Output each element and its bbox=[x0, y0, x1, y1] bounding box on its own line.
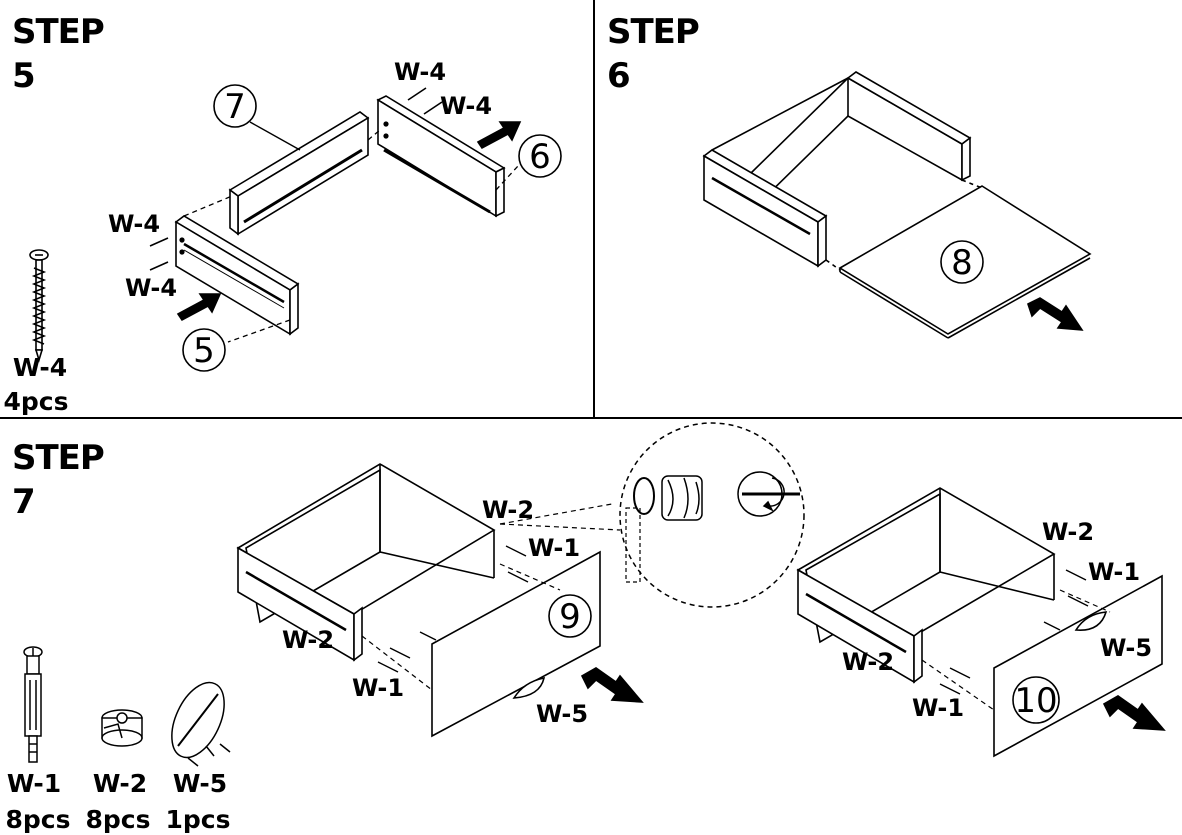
front-panel-10 bbox=[993, 574, 1163, 758]
part-5-callout bbox=[182, 328, 226, 372]
step-number: 7 bbox=[12, 482, 36, 522]
step-word: STEP bbox=[12, 12, 105, 52]
hardware-label: W-5 bbox=[536, 700, 588, 728]
part-8-number: 8 bbox=[951, 243, 973, 283]
screw-w4-icon bbox=[29, 249, 49, 363]
part-7-number: 7 bbox=[224, 87, 246, 127]
part-6-number: 6 bbox=[529, 137, 551, 177]
hardware-label: W-1 bbox=[912, 694, 964, 722]
insert-arrow bbox=[1102, 695, 1166, 731]
side-panel-5 bbox=[174, 215, 300, 336]
cam-lock-w2-icon bbox=[101, 709, 143, 747]
hardware-label: W-4 bbox=[440, 92, 492, 120]
hardware-label: W-4 bbox=[108, 210, 160, 238]
hardware-label: W-4 bbox=[394, 58, 446, 86]
legend-qty: 8pcs bbox=[86, 805, 151, 834]
hardware-label: W-5 bbox=[1100, 634, 1152, 662]
step-number: 6 bbox=[607, 56, 631, 96]
hardware-label: W-1 bbox=[352, 674, 404, 702]
step-7-drawer-b bbox=[796, 487, 1166, 758]
step-word: STEP bbox=[12, 438, 105, 478]
back-panel-7 bbox=[228, 111, 370, 236]
part-7-callout bbox=[213, 84, 257, 128]
step-5-diagram bbox=[29, 84, 562, 372]
part-10-callout bbox=[1012, 676, 1060, 724]
legend-qty: 1pcs bbox=[166, 805, 231, 834]
insert-arrow bbox=[1027, 297, 1084, 331]
part-10-number: 10 bbox=[1014, 681, 1057, 721]
cam-lock-detail bbox=[619, 422, 805, 608]
hardware-label: W-4 bbox=[125, 274, 177, 302]
alignment-guides bbox=[183, 129, 519, 343]
part-9-callout bbox=[548, 594, 592, 638]
legend-code: W-2 bbox=[93, 769, 147, 798]
side-panel-6 bbox=[376, 95, 506, 218]
part-5-number: 5 bbox=[193, 331, 215, 371]
cover-cap-w5-icon bbox=[171, 681, 231, 767]
step-7-drawer-a bbox=[236, 463, 644, 738]
legend-qty: 8pcs bbox=[6, 805, 71, 834]
step-number: 5 bbox=[12, 56, 36, 96]
hardware-label: W-1 bbox=[1088, 558, 1140, 586]
cam-bolt-w1-icon bbox=[23, 646, 43, 763]
legend-qty: 4pcs bbox=[4, 387, 69, 416]
part-6-callout bbox=[518, 134, 562, 178]
legend-code: W-1 bbox=[7, 769, 61, 798]
hardware-label: W-2 bbox=[842, 648, 894, 676]
part-8-callout bbox=[940, 240, 984, 284]
step-word: STEP bbox=[607, 12, 700, 52]
insert-arrow bbox=[176, 293, 222, 322]
legend-code: W-5 bbox=[173, 769, 227, 798]
hardware-label: W-2 bbox=[1042, 518, 1094, 546]
insert-arrow bbox=[476, 121, 522, 150]
insert-arrow bbox=[580, 667, 644, 703]
step-6-heading: STEP 6 bbox=[607, 10, 700, 98]
hardware-label: W-1 bbox=[528, 534, 580, 562]
legend-code: W-4 bbox=[13, 353, 67, 382]
step-5-heading: STEP 5 bbox=[12, 10, 105, 98]
step-6-diagram bbox=[702, 71, 1092, 339]
hardware-label: W-2 bbox=[282, 626, 334, 654]
hardware-label: W-2 bbox=[482, 496, 534, 524]
screws-w4 bbox=[149, 87, 443, 271]
step-7-heading: STEP 7 bbox=[12, 436, 105, 524]
part-9-number: 9 bbox=[559, 597, 581, 637]
